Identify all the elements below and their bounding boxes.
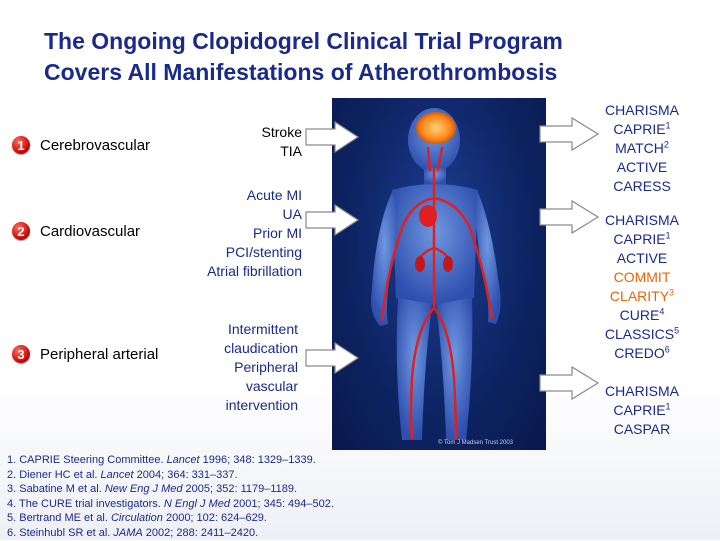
category-cardiovascular: 2 Cardiovascular — [12, 222, 140, 240]
condition-item: Prior MI — [253, 225, 302, 241]
arrow-right-icon — [305, 120, 360, 154]
reference-item: 6. Steinhubl SR et al. JAMA 2002; 288: 2… — [7, 526, 259, 539]
conditions-peripheral: Intermittent claudication Peripheral vas… — [224, 320, 298, 415]
trial-item-highlighted: CLARITY3 — [609, 287, 675, 304]
arrow-right-icon — [305, 203, 360, 237]
condition-item: Peripheral — [234, 359, 298, 375]
category-cerebrovascular: 1 Cerebrovascular — [12, 136, 150, 154]
condition-item: Acute MI — [246, 187, 302, 203]
condition-item: Stroke — [261, 124, 302, 140]
category-label: Cerebrovascular — [40, 136, 151, 154]
condition-item: vascular — [245, 378, 298, 394]
conditions-cerebrovascular: Stroke TIA — [262, 123, 302, 161]
trial-item: CLASSICS5 — [604, 325, 680, 342]
reference-item: 5. Bertrand ME et al. Circulation 2000; … — [7, 512, 267, 525]
trials-peripheral: CHARISMA CAPRIE1 CASPAR — [596, 382, 688, 439]
human-figure-icon — [371, 108, 501, 440]
condition-item: UA — [282, 206, 302, 222]
trial-item: CHARISMA — [605, 102, 679, 118]
trial-item: CURE4 — [619, 306, 665, 323]
trial-item: CREDO6 — [614, 344, 670, 361]
arrow-right-icon — [539, 365, 600, 401]
number-badge: 2 — [12, 222, 30, 240]
trial-item: CHARISMA — [605, 383, 679, 399]
trial-item: MATCH2 — [615, 139, 669, 156]
condition-item: Intermittent — [227, 321, 298, 337]
trial-item: CAPRIE1 — [613, 401, 671, 418]
trial-item: CHARISMA — [605, 212, 679, 228]
references-list: 1. CAPRIE Steering Committee. Lancet 199… — [7, 453, 334, 541]
figure-credit: © Tom J Madsen Trust 2003 — [438, 440, 514, 446]
condition-item: claudication — [224, 340, 298, 356]
arrow-right-icon — [539, 199, 600, 235]
reference-item: 1. CAPRIE Steering Committee. Lancet 199… — [7, 454, 316, 466]
condition-item: Atrial fibrillation — [207, 263, 302, 279]
trial-item: CAPRIE1 — [613, 120, 671, 137]
category-peripheral-arterial: 3 Peripheral arterial — [12, 345, 158, 363]
title-line-2: Covers All Manifestations of Atherothrom… — [44, 59, 558, 85]
trials-cerebrovascular: CHARISMA CAPRIE1 MATCH2 ACTIVE CARESS — [596, 101, 688, 196]
condition-item: PCI/stenting — [225, 244, 302, 260]
human-figure-illustration — [332, 98, 546, 450]
trial-item: ACTIVE — [616, 159, 668, 175]
number-badge: 3 — [12, 345, 30, 363]
conditions-cardiovascular: Acute MI UA Prior MI PCI/stenting Atrial… — [207, 186, 302, 281]
arrow-right-icon — [539, 116, 600, 152]
category-label: Cardiovascular — [40, 222, 141, 240]
condition-item: TIA — [280, 143, 302, 159]
trials-cardiovascular: CHARISMA CAPRIE1 ACTIVE COMMIT CLARITY3 … — [596, 211, 688, 363]
reference-item: 4. The CURE trial investigators. N Engl … — [7, 497, 334, 510]
trial-item: CASPAR — [613, 421, 671, 437]
number-badge: 1 — [12, 136, 30, 154]
trial-item-highlighted: COMMIT — [613, 269, 671, 285]
category-label: Peripheral arterial — [40, 345, 159, 363]
arrow-right-icon — [305, 341, 360, 375]
trial-item: CARESS — [613, 178, 671, 194]
condition-item: intervention — [225, 397, 298, 413]
trial-item: ACTIVE — [616, 250, 668, 266]
reference-item: 2. Diener HC et al. Lancet 2004; 364: 33… — [7, 468, 238, 481]
trial-item: CAPRIE1 — [613, 230, 671, 247]
reference-item: 3. Sabatine M et al. New Eng J Med 2005;… — [7, 483, 298, 496]
title-line-1: The Ongoing Clopidogrel Clinical Trial P… — [44, 28, 563, 54]
page-title: The Ongoing Clopidogrel Clinical Trial P… — [44, 26, 704, 88]
